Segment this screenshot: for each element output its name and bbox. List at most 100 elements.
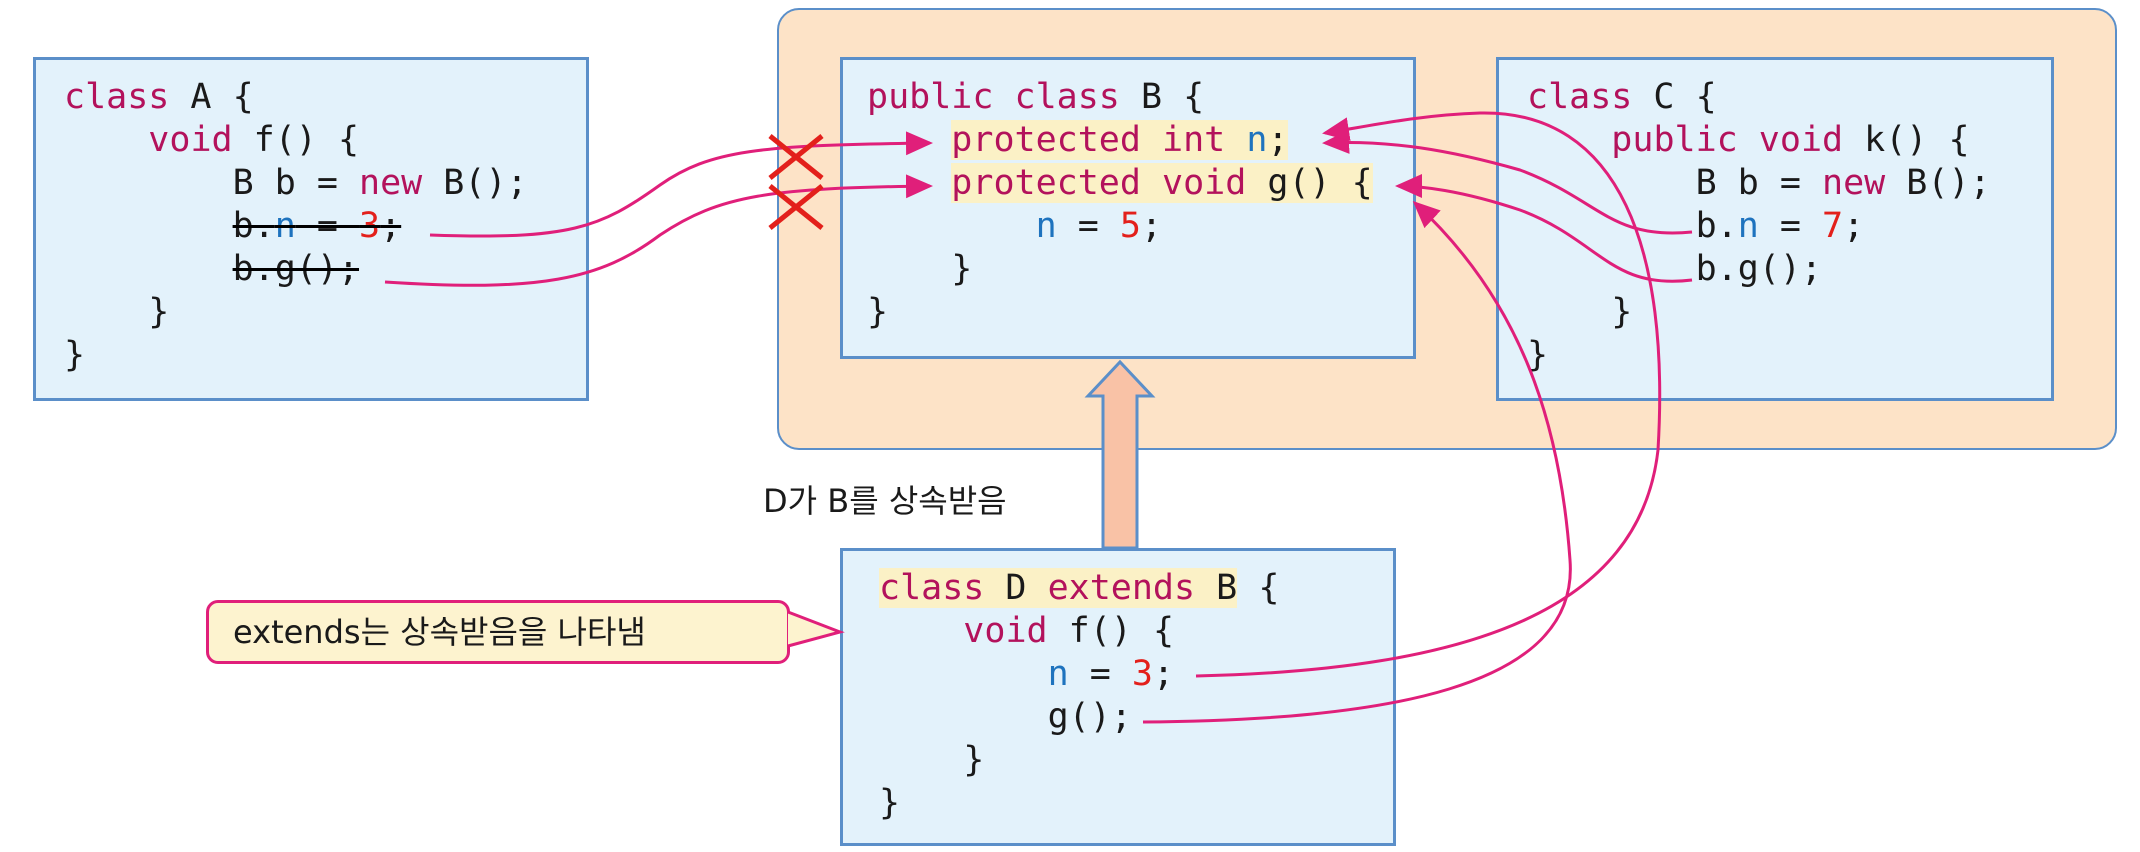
code-token: protected void [951, 163, 1247, 203]
code-token: B(); [1885, 163, 1991, 203]
code-line: public class B { [867, 76, 1373, 119]
code-line: void f() { [879, 610, 1279, 653]
code-token: } [64, 335, 86, 375]
class-b-code: public class B { protected int n; protec… [867, 76, 1373, 334]
access-arrows [384, 111, 1693, 724]
code-token: } [879, 783, 901, 823]
code-token: protected int [951, 120, 1226, 160]
code-line: b.n = 7; [1527, 205, 1991, 248]
class-c-box: class C { public void k() { B b = new B(… [1496, 57, 2054, 401]
code-line: n = 5; [867, 205, 1373, 248]
code-line: } [867, 291, 1373, 334]
code-token: new [1822, 163, 1886, 203]
code-token: b. [1527, 206, 1738, 246]
code-line: class D extends B { [879, 567, 1279, 610]
code-token: n [274, 206, 296, 246]
class-b-box: public class B { protected int n; protec… [840, 57, 1416, 359]
callout-pointer [787, 610, 845, 648]
code-line: } [879, 739, 1279, 782]
arrow-a-n-to-b-n [429, 131, 933, 238]
code-token: } [879, 740, 985, 780]
code-token: k() { [1843, 120, 1970, 160]
arrow-a-g-to-b-g [384, 174, 933, 287]
code-line: class C { [1527, 76, 1991, 119]
code-token: ; [1843, 206, 1865, 246]
code-token: B b = [1527, 163, 1823, 203]
cross-mark-g [768, 184, 824, 230]
code-token: 7 [1822, 206, 1844, 246]
code-token: ; [380, 206, 402, 246]
arrow-c-n-to-b-n [1322, 129, 1693, 235]
code-line: } [1527, 334, 1991, 377]
code-token: g() { [1246, 163, 1373, 203]
code-token: new [359, 163, 423, 203]
code-token: } [1527, 292, 1633, 332]
code-token: A { [169, 77, 254, 117]
code-token: class [1527, 77, 1633, 117]
code-token: 3 [1131, 654, 1153, 694]
code-token: ; [1140, 206, 1163, 246]
code-token: C { [1632, 77, 1717, 117]
arrow-d-n-to-b-n [1195, 111, 1662, 678]
denied-crosses [768, 134, 824, 230]
code-token: B { [1119, 77, 1205, 117]
code-token: f() { [232, 120, 360, 160]
class-a-code: class A { void f() { B b = new B(); b.n … [64, 76, 528, 377]
code-line: protected int n; [867, 119, 1373, 162]
class-d-box: class D extends B { void f() { n = 3; g(… [840, 548, 1396, 846]
code-line: } [64, 334, 528, 377]
code-token: public void [1611, 120, 1844, 160]
code-token: void [963, 611, 1048, 651]
code-token: 5 [1119, 206, 1141, 246]
code-token: n [1246, 120, 1268, 160]
code-line: public void k() { [1527, 119, 1991, 162]
class-d-code: class D extends B { void f() { n = 3; g(… [879, 567, 1279, 825]
arrow-d-g-to-b-g [1142, 200, 1572, 724]
code-token: b.g(); [232, 249, 360, 289]
code-line: n = 3; [879, 653, 1279, 696]
code-token: class [64, 77, 170, 117]
code-token: } [1527, 335, 1549, 375]
code-token: ; [1152, 654, 1175, 694]
inheritance-label: D가 B를 상속받음 [763, 482, 1007, 520]
code-line: B b = new B(); [64, 162, 528, 205]
code-token: extends [1047, 568, 1196, 608]
code-token: b. [232, 206, 275, 246]
code-token: ; [1267, 120, 1289, 160]
code-token: class [879, 568, 985, 608]
code-token: public class [867, 77, 1120, 117]
code-token: = [1758, 206, 1823, 246]
code-token: D [984, 568, 1048, 608]
code-token: n [1035, 206, 1057, 246]
code-line: b.g(); [1527, 248, 1991, 291]
code-token: } [867, 292, 889, 332]
code-line: } [1527, 291, 1991, 334]
code-token: b.g(); [1527, 249, 1823, 289]
code-line: class A { [64, 76, 528, 119]
code-token: } [64, 292, 170, 332]
arrow-c-g-to-b-g [1395, 174, 1693, 283]
code-token: n [1047, 654, 1069, 694]
code-token: g(); [879, 697, 1132, 737]
inheritance-arrow [1084, 359, 1156, 550]
code-line: b.g(); [64, 248, 528, 291]
code-line: void f() { [64, 119, 528, 162]
code-line: } [64, 291, 528, 334]
code-token: { [1237, 568, 1280, 608]
code-token: B(); [422, 163, 528, 203]
code-token: n [1737, 206, 1759, 246]
code-token: 3 [359, 206, 381, 246]
code-token: B [1195, 568, 1238, 608]
code-token: void [148, 120, 233, 160]
code-token [1225, 120, 1247, 160]
code-token: B b = [64, 163, 360, 203]
extends-callout: extends는 상속받음을 나타냄 [206, 600, 790, 664]
code-line: protected void g() { [867, 162, 1373, 205]
code-line: b.n = 3; [64, 205, 528, 248]
code-line: } [879, 782, 1279, 825]
cross-mark-n [768, 134, 824, 180]
class-a-box: class A { void f() { B b = new B(); b.n … [33, 57, 589, 401]
class-c-code: class C { public void k() { B b = new B(… [1527, 76, 1991, 377]
